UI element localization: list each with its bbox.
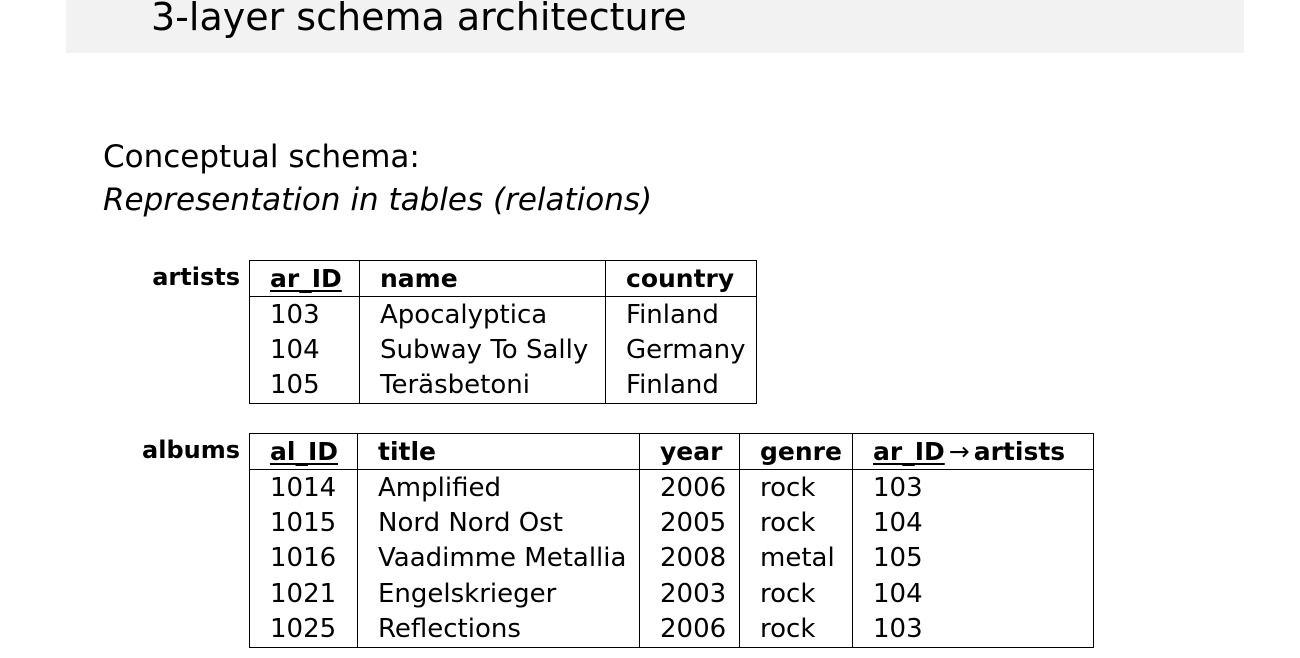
table-row: 1021 Engelskrieger 2003 rock 104 [249, 576, 1094, 612]
foreign-key-label: ar_ID [873, 437, 945, 466]
cell-genre: rock [739, 576, 853, 612]
cell-name: Subway To Sally [359, 332, 606, 368]
cell-al-id: 1021 [249, 576, 358, 612]
column-header-foreign-key: ar_ID→artists [852, 433, 1094, 470]
slide-title: 3-layer schema architecture [151, 0, 687, 39]
table-row: 1016 Vaadimme Metallia 2008 metal 105 [249, 540, 1094, 577]
cell-name: Apocalyptica [359, 296, 606, 333]
table-row: 103 Apocalyptica Finland [249, 296, 757, 333]
table-row: 1014 Amplified 2006 rock 103 [249, 469, 1094, 506]
cell-al-id: 1014 [249, 469, 358, 506]
table-row: 1025 Reflections 2006 rock 103 [249, 611, 1094, 648]
cell-name: Teräsbetoni [359, 367, 606, 405]
table-row: 105 Teräsbetoni Finland [249, 367, 757, 405]
cell-al-id: 1015 [249, 505, 358, 541]
arrow-right-icon: → [948, 437, 970, 466]
cell-ar-id: 105 [852, 540, 1094, 577]
cell-title: Vaadimme Metallia [357, 540, 640, 577]
albums-table: al_ID title year genre ar_ID→artists 101… [249, 433, 1094, 648]
table-row: 1015 Nord Nord Ost 2005 rock 104 [249, 505, 1094, 541]
cell-year: 2003 [639, 576, 740, 612]
artists-table-label: artists [152, 263, 240, 291]
cell-genre: rock [739, 505, 853, 541]
cell-ar-id: 103 [852, 611, 1094, 648]
cell-title: Amplified [357, 469, 640, 506]
column-header-genre: genre [739, 433, 853, 470]
column-header-ar-id: ar_ID [249, 260, 360, 297]
primary-key-label: ar_ID [270, 264, 342, 293]
column-header-al-id: al_ID [249, 433, 358, 470]
cell-country: Germany [605, 332, 757, 368]
cell-al-id: 1016 [249, 540, 358, 577]
cell-year: 2005 [639, 505, 740, 541]
cell-ar-id: 104 [249, 332, 360, 368]
title-bar [66, 0, 1244, 53]
albums-table-label: albums [142, 436, 240, 464]
table-header-row: ar_ID name country [249, 260, 757, 297]
cell-ar-id: 104 [852, 505, 1094, 541]
column-header-country: country [605, 260, 757, 297]
section-subheading: Representation in tables (relations) [103, 182, 653, 218]
table-row: 104 Subway To Sally Germany [249, 332, 757, 368]
primary-key-label: al_ID [270, 437, 338, 466]
cell-year: 2008 [639, 540, 740, 577]
cell-title: Engelskrieger [357, 576, 640, 612]
cell-genre: rock [739, 611, 853, 648]
table-header-row: al_ID title year genre ar_ID→artists [249, 433, 1094, 470]
cell-country: Finland [605, 367, 757, 405]
foreign-key-target: artists [973, 437, 1066, 466]
artists-table: ar_ID name country 103 Apocalyptica Finl… [249, 260, 757, 405]
cell-genre: rock [739, 469, 853, 506]
cell-ar-id: 105 [249, 367, 360, 405]
cell-title: Reflections [357, 611, 640, 648]
cell-genre: metal [739, 540, 853, 577]
cell-country: Finland [605, 296, 757, 333]
cell-year: 2006 [639, 469, 740, 506]
cell-al-id: 1025 [249, 611, 358, 648]
column-header-name: name [359, 260, 606, 297]
cell-ar-id: 103 [249, 296, 360, 333]
cell-ar-id: 103 [852, 469, 1094, 506]
section-heading: Conceptual schema: [103, 139, 420, 175]
column-header-title: title [357, 433, 640, 470]
cell-year: 2006 [639, 611, 740, 648]
cell-ar-id: 104 [852, 576, 1094, 612]
cell-title: Nord Nord Ost [357, 505, 640, 541]
column-header-year: year [639, 433, 740, 470]
